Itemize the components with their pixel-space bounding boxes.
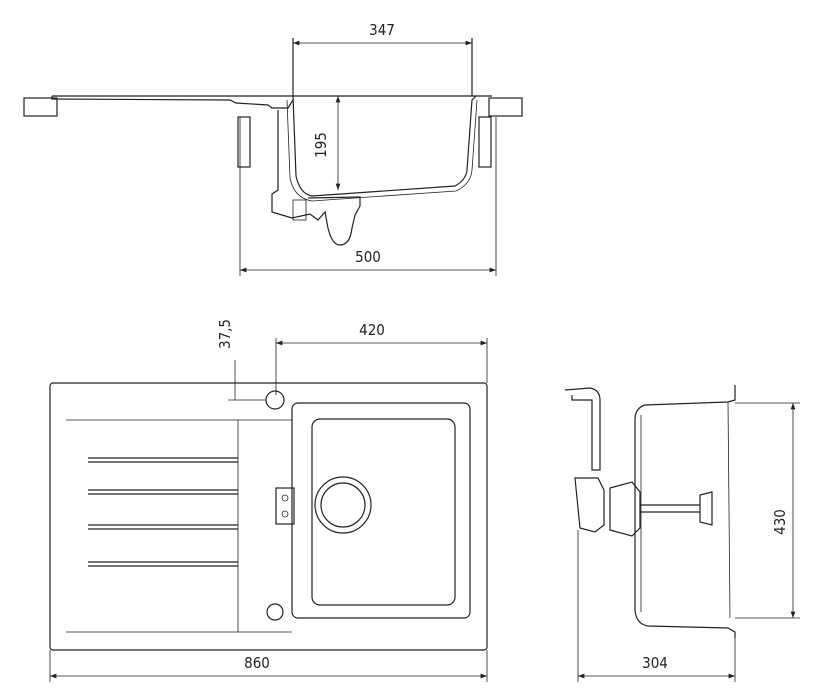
plan-view: 37,5 420 860 xyxy=(49,319,488,682)
waste-trap xyxy=(271,110,361,246)
overflow-hole xyxy=(281,494,289,502)
bowl-profile-inner xyxy=(286,99,478,202)
countertop-left xyxy=(23,97,58,117)
section-view: 347 195 500 xyxy=(23,21,523,276)
sink-profile-outer xyxy=(634,385,736,638)
ext-304 xyxy=(577,530,736,682)
ext-500 xyxy=(239,117,497,276)
drain-outer xyxy=(314,476,372,534)
ext-37-5 xyxy=(228,360,266,401)
cabinet-wall-right xyxy=(478,116,492,168)
dim-347: 347 xyxy=(369,21,395,39)
dim-37-5: 37,5 xyxy=(216,319,234,349)
tap-hole xyxy=(265,390,285,410)
bowl-outer xyxy=(291,402,471,619)
trap-body xyxy=(574,477,605,533)
drain-pipe xyxy=(640,491,713,526)
bowl-inner xyxy=(311,418,456,606)
drainboard-edge xyxy=(238,419,292,633)
overflow xyxy=(275,487,295,525)
countertop-right xyxy=(488,97,523,117)
side-view: 430 304 xyxy=(564,385,800,682)
dim-430: 430 xyxy=(771,509,789,535)
dim-860: 860 xyxy=(244,654,270,672)
dim-304: 304 xyxy=(642,654,668,672)
ext-420 xyxy=(275,338,488,395)
cabinet-wall-left xyxy=(237,116,251,168)
drainboard-grooves xyxy=(88,457,238,567)
overflow-pipe xyxy=(564,387,601,471)
dim-500: 500 xyxy=(355,248,381,266)
bowl-profile-outer xyxy=(292,95,477,197)
sink-outline xyxy=(49,382,488,651)
drainboard-profile xyxy=(51,95,492,109)
drain-housing xyxy=(609,481,641,537)
dim-420: 420 xyxy=(359,321,385,339)
ext-347 xyxy=(292,38,473,96)
overflow-hole xyxy=(281,510,289,518)
drainboard-area xyxy=(66,419,239,633)
sink-profile-inner xyxy=(640,401,731,619)
drain-inner xyxy=(320,482,366,528)
trap-nut xyxy=(292,199,307,221)
dim-195: 195 xyxy=(312,132,330,158)
tap-hole-alt xyxy=(266,603,284,621)
ext-430 xyxy=(735,402,800,619)
